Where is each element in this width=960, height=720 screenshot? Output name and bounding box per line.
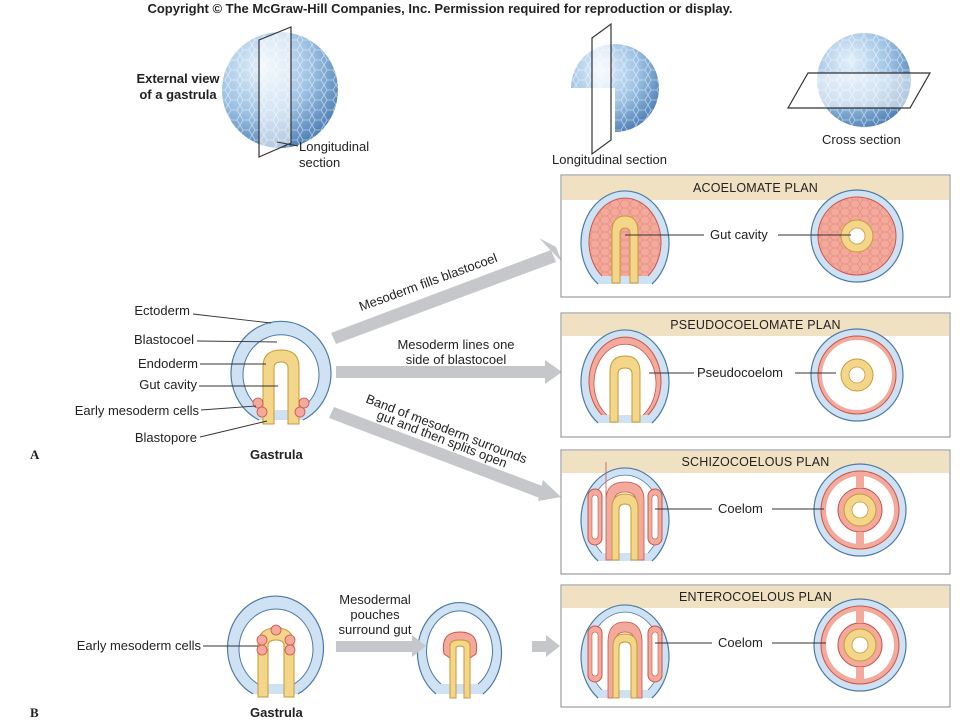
label-ectoderm: Ectoderm (134, 303, 190, 318)
arrow-to-schizocoelous (329, 407, 561, 501)
gastrula-b-pouches (416, 601, 503, 699)
label-endoderm: Endoderm (138, 356, 198, 371)
panel-label-coelom-schizo: Coelom (718, 501, 763, 516)
panel-title-acoelomate: ACOELOMATE PLAN (692, 181, 819, 195)
longitudinal-section-label-2: section (299, 155, 341, 170)
gastrula-a-leaders (192, 313, 278, 438)
gastrula-b-caption: Gastrula (250, 705, 303, 720)
copyright-notice: Copyright © The McGraw-Hill Companies, I… (147, 1, 733, 16)
label-early-mesoderm-a: Early mesoderm cells (74, 403, 199, 418)
part-b-letter: B (30, 705, 39, 720)
gastrula-b (226, 595, 325, 698)
gastrula-a (230, 320, 332, 425)
longitudinal-section-label-1: Longitudinal (299, 139, 370, 154)
arrow-pouches (336, 635, 426, 657)
arrow-text-pseudo-2: side of blastocoel (405, 352, 507, 367)
label-blastocoel: Blastocoel (134, 332, 194, 347)
panel-label-gut-cavity: Gut cavity (710, 227, 768, 242)
arrow-text-pouches-2: pouches (350, 607, 400, 622)
sphere-longitudinal-mid (571, 22, 659, 156)
gastrula-a-caption: Gastrula (250, 447, 303, 462)
arrow-text-pouches-1: Mesodermal (339, 592, 411, 607)
longitudinal-section-mid-label: Longitudinal section (552, 152, 667, 167)
panel-schizocoelous (560, 449, 951, 575)
panel-label-coelom-entero: Coelom (718, 635, 763, 650)
arrow-text-pouches-3: surround gut (338, 622, 412, 637)
label-early-mesoderm-b: Early mesoderm cells (76, 638, 201, 653)
arrow-to-acoelomate (331, 238, 562, 344)
external-view-label-1: External view (136, 71, 220, 86)
part-a-letter: A (30, 447, 40, 462)
panel-label-pseudocoelom: Pseudocoelom (697, 365, 783, 380)
arrow-text-pseudo-1: Mesoderm lines one (397, 337, 515, 352)
panel-title-enterocoelous: ENTEROCOELOUS PLAN (679, 590, 832, 604)
cross-section-label: Cross section (822, 132, 901, 147)
panel-pseudocoelomate (560, 312, 951, 438)
panel-title-schizocoelous: SCHIZOCOELOUS PLAN (681, 455, 830, 469)
arrow-to-enterocoelous (532, 635, 560, 657)
panel-acoelomate (560, 174, 951, 298)
panel-title-pseudocoelomate: PSEUDOCOELOMATE PLAN (670, 318, 841, 332)
panel-enterocoelous (560, 584, 951, 708)
leader-longitudinal-left (276, 141, 299, 147)
sphere-cross-section (786, 33, 932, 127)
external-view-label-2: of a gastrula (139, 87, 217, 102)
arrow-to-pseudocoelomate (336, 360, 562, 384)
label-gut-cavity: Gut cavity (139, 377, 197, 392)
label-blastopore: Blastopore (134, 430, 197, 445)
sphere-longitudinal-left (222, 26, 338, 158)
